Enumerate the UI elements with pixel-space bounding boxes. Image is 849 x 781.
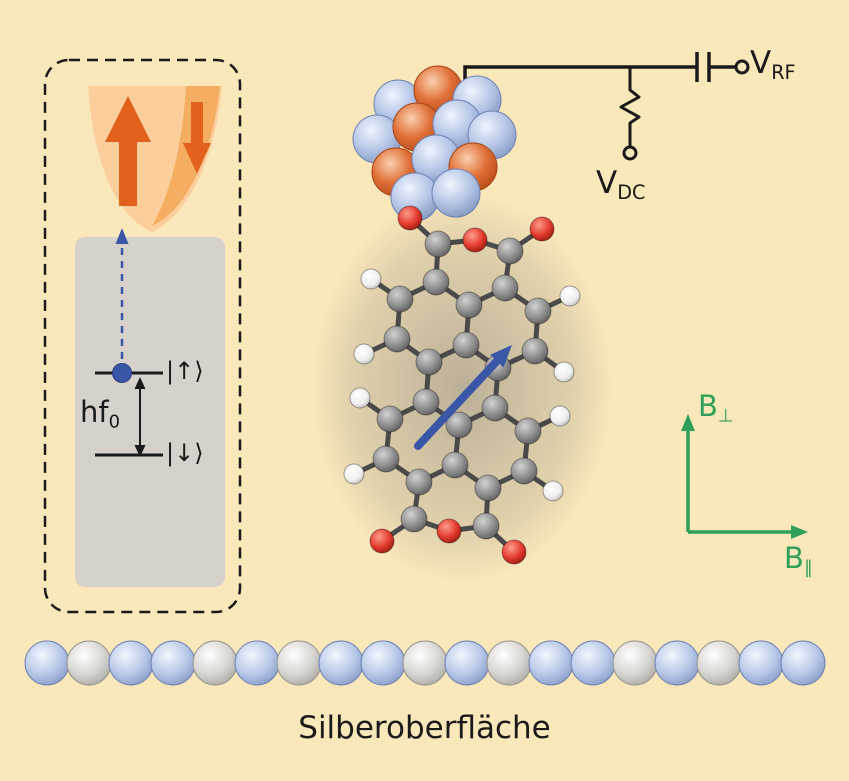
molecule-atoms <box>343 205 581 565</box>
carbon-atom <box>455 291 483 319</box>
rf-terminal-icon <box>734 59 750 75</box>
surface-atom <box>150 640 196 686</box>
oxygen-atom <box>462 227 488 253</box>
surface-atom <box>192 640 238 686</box>
carbon-atom <box>496 237 524 265</box>
surface-caption: Silberoberfläche <box>298 710 551 746</box>
hf0-arrowhead-up-icon <box>134 377 146 389</box>
surface-atom <box>234 640 280 686</box>
spin-arrowhead-icon <box>490 345 512 368</box>
surface-atom <box>486 640 532 686</box>
v-rf-label: VRF <box>750 48 796 82</box>
b-par-sub: ∥ <box>803 557 813 579</box>
carbon-atom <box>376 405 404 433</box>
surface-atom <box>654 640 700 686</box>
ket-up-label: |↑⟩ <box>166 357 204 385</box>
surface-atom <box>612 640 658 686</box>
v-rf-sub: RF <box>771 60 796 84</box>
carbon-atom <box>422 268 450 296</box>
hydrogen-atom <box>553 361 575 383</box>
oxygen-atom <box>369 528 395 554</box>
b-perp-arrowhead-icon <box>681 414 695 431</box>
oxygen-atom <box>529 216 555 242</box>
surface-atom <box>780 640 826 686</box>
hydrogen-atom <box>542 480 564 502</box>
carbon-atom <box>386 285 414 313</box>
oxygen-atom <box>501 539 527 565</box>
carbon-atom <box>415 348 443 376</box>
silver-surface-atoms <box>24 640 826 686</box>
carbon-atom <box>474 474 502 502</box>
surface-atom <box>276 640 322 686</box>
hf0-arrowhead-down-icon <box>134 445 146 457</box>
carbon-atom <box>383 325 411 353</box>
carbon-atom <box>405 468 433 496</box>
carbon-atom <box>472 512 500 540</box>
b-perp-label: B⊥ <box>698 392 734 425</box>
energy-level-box <box>75 237 225 587</box>
hydrogen-atom <box>559 285 581 307</box>
carbon-atom <box>481 394 509 422</box>
surface-atom <box>66 640 112 686</box>
v-dc-label: VDC <box>596 168 645 202</box>
surface-atom <box>108 640 154 686</box>
v-dc-main: V <box>596 165 618 201</box>
v-rf-main: V <box>750 45 772 81</box>
oxygen-atom <box>397 205 423 231</box>
hf0-sub: 0 <box>108 411 121 433</box>
surface-atom <box>696 640 742 686</box>
carbon-atom <box>510 457 538 485</box>
b-perp-main: B <box>698 389 718 423</box>
spin-arrow-shaft <box>414 357 501 450</box>
molecule-spin-arrow <box>414 345 512 450</box>
b-par-arrowhead-icon <box>791 525 808 539</box>
carbon-atom <box>491 274 519 302</box>
surface-atom <box>318 640 364 686</box>
wire-to-capacitor <box>463 65 697 95</box>
surface-atom <box>402 640 448 686</box>
b-perp-sub: ⊥ <box>717 405 734 427</box>
surface-atom <box>444 640 490 686</box>
b-field-axes <box>681 414 808 539</box>
carbon-atom <box>514 417 542 445</box>
spin-down-arrow-icon <box>183 102 211 174</box>
v-dc-sub: DC <box>617 180 646 204</box>
surface-atom <box>570 640 616 686</box>
hydrogen-atom <box>353 343 375 365</box>
surface-atom <box>528 640 574 686</box>
hydrogen-atom <box>343 463 365 485</box>
tip-spin-panel <box>43 58 242 614</box>
surface-atom <box>738 640 784 686</box>
spin-up-arrow-icon <box>105 96 151 206</box>
excitation-arrowhead-icon <box>115 228 129 244</box>
oxygen-atom <box>436 518 462 544</box>
dc-terminal-icon <box>622 145 638 161</box>
carbon-atom <box>424 230 452 258</box>
hydrogen-atom <box>549 405 571 427</box>
carbon-atom <box>524 297 552 325</box>
resistor-icon <box>619 67 641 147</box>
b-par-main: B <box>784 541 804 575</box>
hydrogen-atom <box>360 268 382 290</box>
hf0-label: hf0 <box>80 398 120 431</box>
surface-atom <box>24 640 70 686</box>
b-par-label: B∥ <box>784 544 813 577</box>
carbon-atom <box>372 445 400 473</box>
carbon-atom <box>412 388 440 416</box>
carbon-atom <box>445 411 473 439</box>
hf0-main: hf <box>80 395 109 429</box>
hydrogen-atom <box>349 387 371 409</box>
carbon-atom <box>521 337 549 365</box>
dashed-panel-border <box>43 58 242 614</box>
carbon-atom <box>441 451 469 479</box>
carbon-atom <box>400 505 428 533</box>
carbon-atom <box>452 331 480 359</box>
electron-dot <box>112 363 132 383</box>
ket-down-label: |↓⟩ <box>166 439 204 467</box>
surface-atom <box>360 640 406 686</box>
